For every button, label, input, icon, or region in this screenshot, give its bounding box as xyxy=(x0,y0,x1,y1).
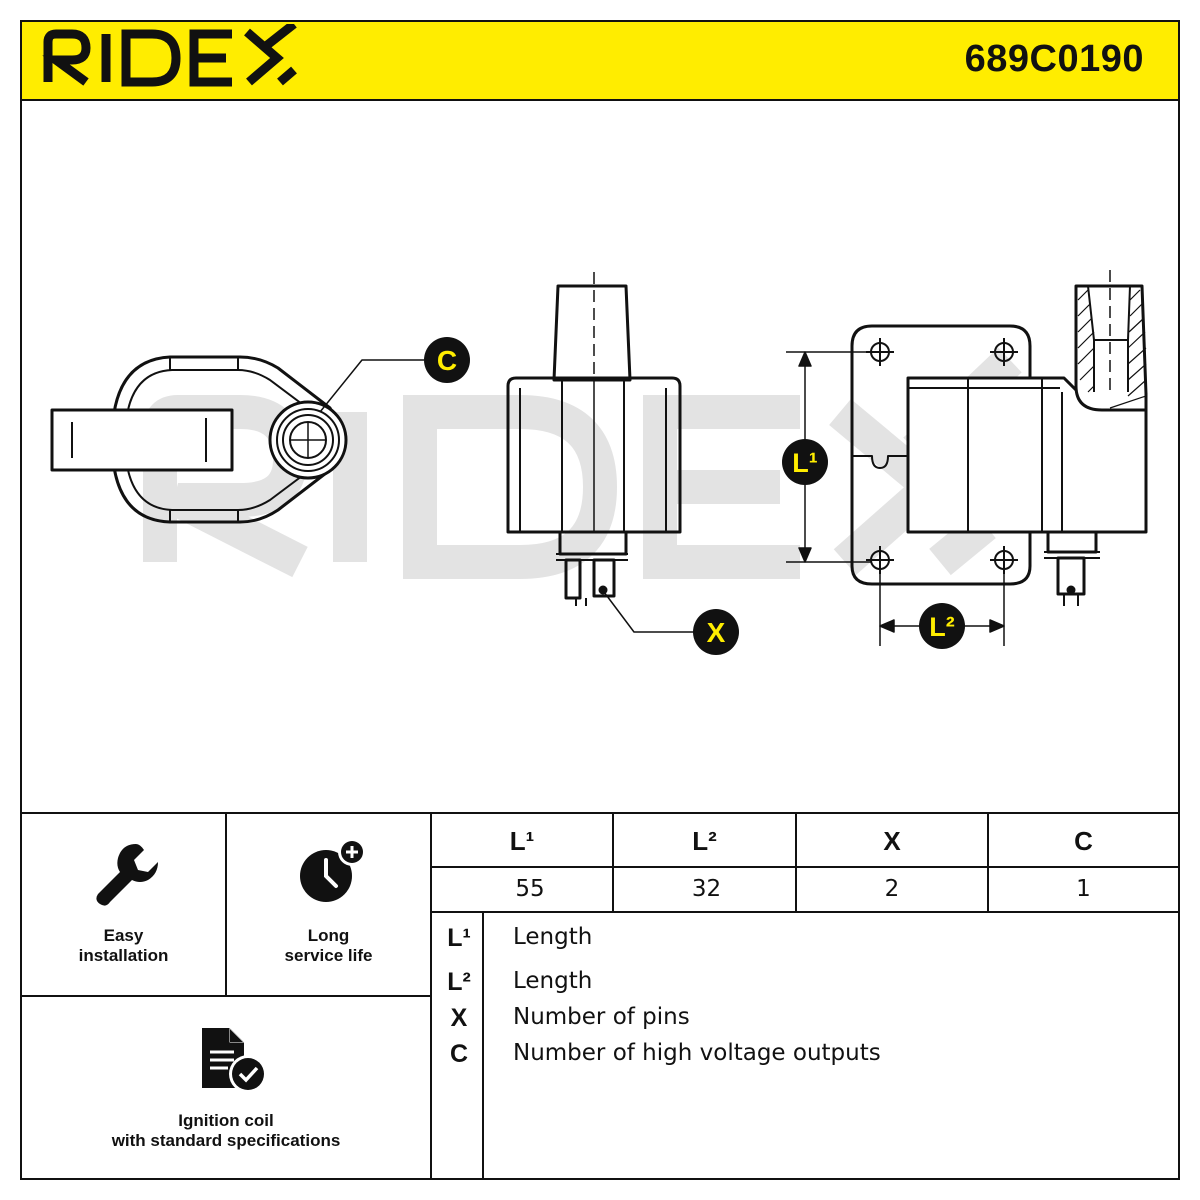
legend-symbol-l1: L¹ xyxy=(447,924,471,952)
callout-l2: L² xyxy=(919,603,965,649)
ridex-logo xyxy=(42,24,297,87)
document-check-icon xyxy=(202,1028,267,1093)
legend-symbol-l2: L² xyxy=(447,968,471,996)
leader-x xyxy=(603,591,694,633)
side-view xyxy=(850,270,1148,606)
legend-divider xyxy=(482,911,484,1180)
leader-c xyxy=(319,359,424,413)
feature-label-long-service-life: Long service life xyxy=(284,926,373,965)
part-number: 689C0190 xyxy=(964,38,1144,80)
feature-label-easy-installation: Easy installation xyxy=(78,926,169,965)
front-view xyxy=(506,272,682,606)
svg-text:L²: L² xyxy=(929,612,954,642)
callout-x: X xyxy=(693,609,739,655)
svg-text:X: X xyxy=(707,617,726,648)
table-header-l1: L¹ xyxy=(509,826,535,856)
svg-text:L¹: L¹ xyxy=(792,448,817,478)
dimension-l2 xyxy=(879,574,1005,646)
table-value-l2: 32 xyxy=(691,876,722,902)
svg-text:C: C xyxy=(437,345,457,376)
callout-c: C xyxy=(424,337,470,383)
callout-l1: L¹ xyxy=(782,439,828,485)
table-bottom-divider xyxy=(430,911,1180,913)
clock-plus-icon xyxy=(300,838,366,902)
table-header-x: X xyxy=(883,826,901,856)
legend-symbol-x: X xyxy=(450,1004,468,1032)
table-header-c: C xyxy=(1074,826,1093,856)
table-col-divider-1 xyxy=(612,812,614,913)
table-value-x: 2 xyxy=(884,876,900,902)
feature-specs-divider xyxy=(430,812,432,1180)
wrench-icon xyxy=(96,844,158,906)
feature-row-divider xyxy=(20,995,431,997)
legend-desc-l2: Length xyxy=(513,968,593,994)
legend-symbol-c: C xyxy=(449,1040,469,1068)
legend-desc-l1: Length xyxy=(513,924,593,950)
feature-divider-1 xyxy=(225,812,227,997)
feature-label-ignition-coil: Ignition coil with standard specificatio… xyxy=(111,1111,341,1150)
table-col-divider-3 xyxy=(987,812,989,913)
legend-desc-c: Number of high voltage outputs xyxy=(513,1040,881,1066)
table-header-l2: L² xyxy=(692,826,717,856)
top-view xyxy=(50,355,348,524)
table-col-divider-2 xyxy=(795,812,797,913)
legend-desc-x: Number of pins xyxy=(513,1004,690,1030)
table-value-l1: 55 xyxy=(515,876,545,902)
panel-top-divider xyxy=(20,812,1180,814)
table-value-c: 1 xyxy=(1076,876,1091,902)
table-header-divider xyxy=(430,866,1180,868)
dimension-l1 xyxy=(786,351,872,563)
ridex-watermark xyxy=(143,347,1022,579)
